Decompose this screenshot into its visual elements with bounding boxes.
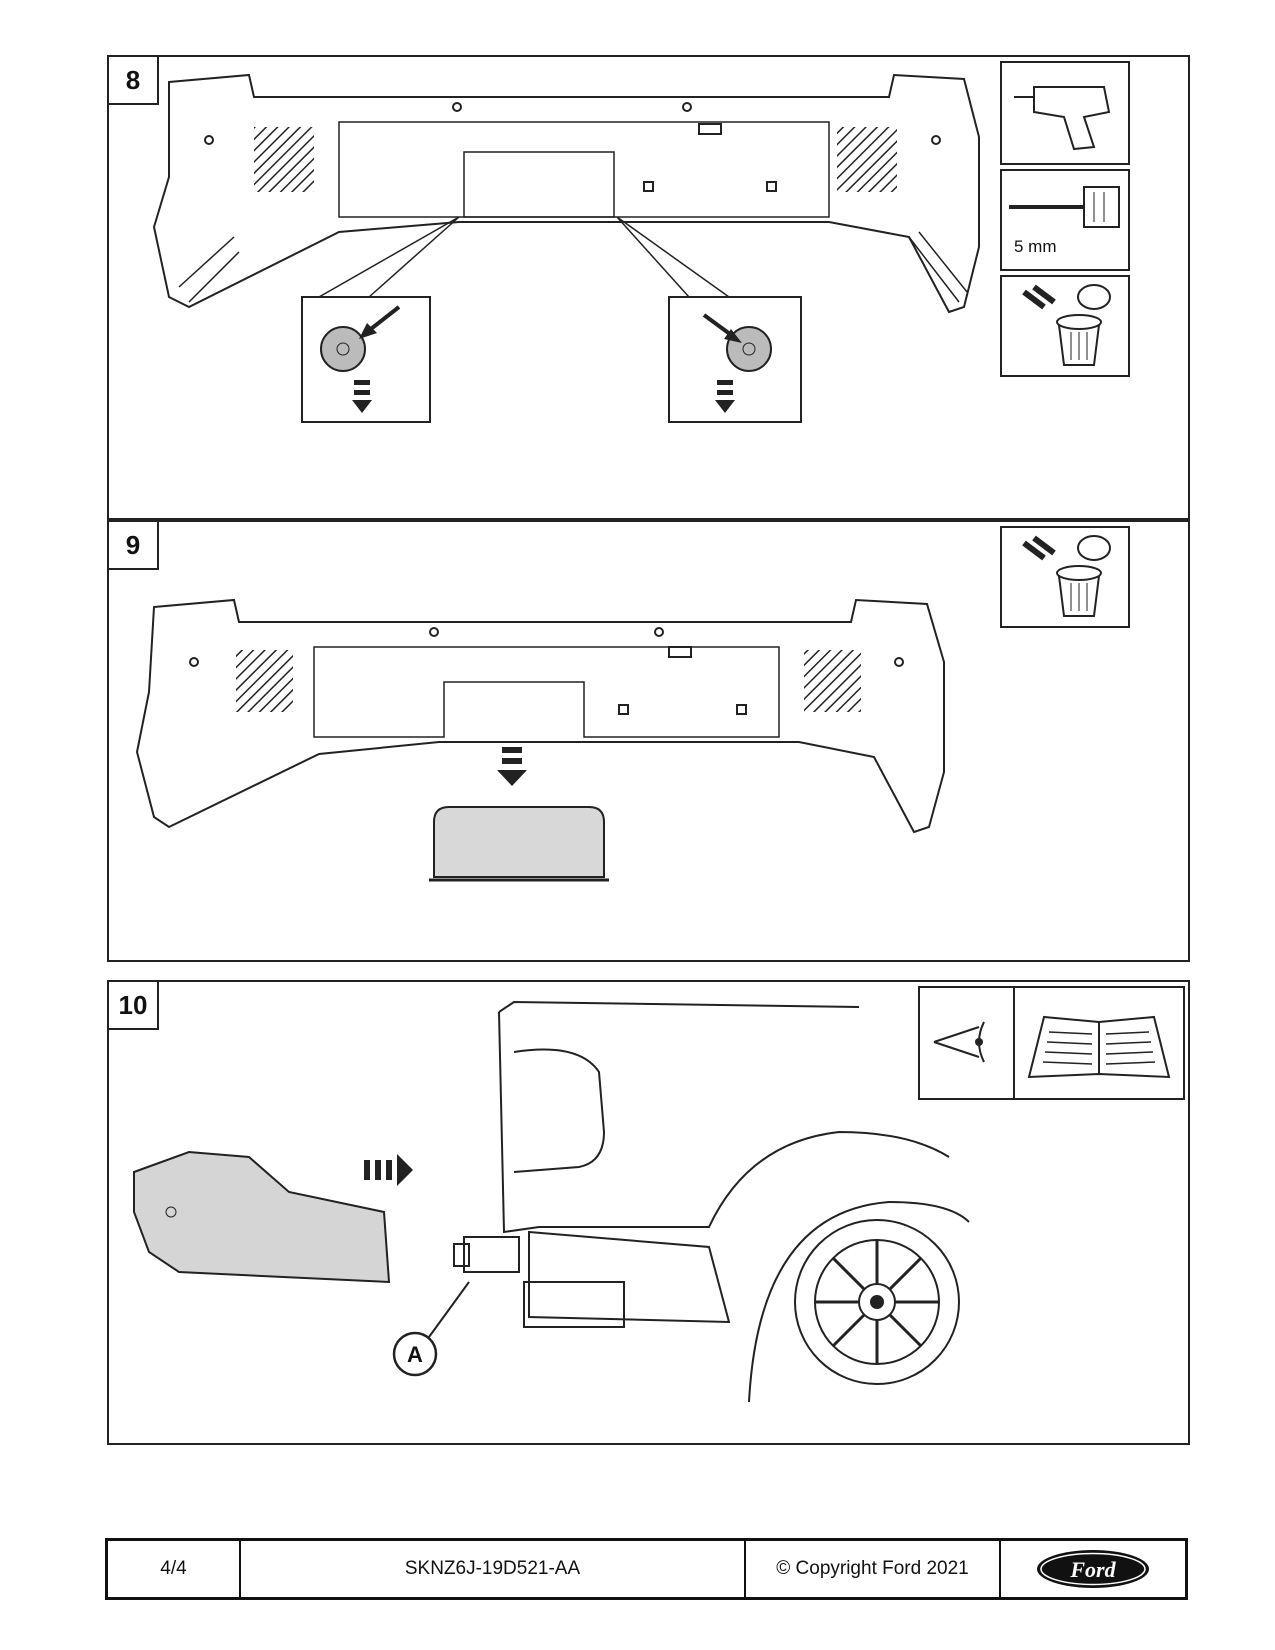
copyright: © Copyright Ford 2021 (746, 1541, 1001, 1597)
removal-arrow (497, 747, 527, 786)
right-vent-grille (804, 650, 861, 712)
step-number: 9 (109, 522, 159, 570)
step-number: 10 (109, 982, 159, 1030)
callout-label: A (407, 1342, 423, 1367)
step-10-panel: 10 (107, 980, 1190, 1445)
right-vent-grille (837, 127, 897, 192)
callout-a: A (392, 1281, 470, 1377)
ford-oval-icon: Ford (1037, 1550, 1149, 1588)
rear-bumper (152, 73, 980, 314)
page-indicator: 4/4 (108, 1541, 241, 1597)
drill-bit-size-label: 5 mm (1014, 237, 1057, 256)
discard-bin-icon (1000, 526, 1130, 628)
manual-book-icon (1013, 986, 1185, 1100)
install-direction-arrow (364, 1154, 413, 1186)
discard-bin-icon (1000, 275, 1130, 377)
document-footer: 4/4 SKNZ6J-19D521-AA © Copyright Ford 20… (105, 1538, 1188, 1600)
drill-icon (1000, 61, 1130, 165)
step-number: 8 (109, 57, 159, 105)
part-number: SKNZ6J-19D521-AA (241, 1541, 746, 1597)
vehicle-rear-quarter (498, 1000, 950, 1328)
step-10-illustration: A (133, 986, 1185, 1403)
inspect-eye-icon (918, 986, 1015, 1100)
detail-inset-left (301, 296, 431, 423)
hole-saw-bit-icon: 5 mm (1000, 169, 1130, 271)
left-vent-grille (236, 650, 293, 712)
ford-logo: Ford (1001, 1541, 1185, 1597)
step-8-panel: 8 (107, 55, 1190, 520)
rear-wheel (748, 1200, 970, 1403)
step-9-panel: 9 (107, 520, 1190, 962)
rear-bumper (135, 598, 945, 834)
step-9-illustration (135, 526, 1130, 882)
removed-cover-panel (429, 806, 609, 882)
ford-logo-text: Ford (1069, 1557, 1116, 1582)
left-vent-grille (254, 127, 314, 192)
step-8-illustration: 5 mm (152, 61, 1130, 423)
removed-trim-piece (133, 1150, 391, 1284)
detail-inset-right (668, 296, 802, 423)
tow-hitch-receiver (453, 1236, 520, 1273)
